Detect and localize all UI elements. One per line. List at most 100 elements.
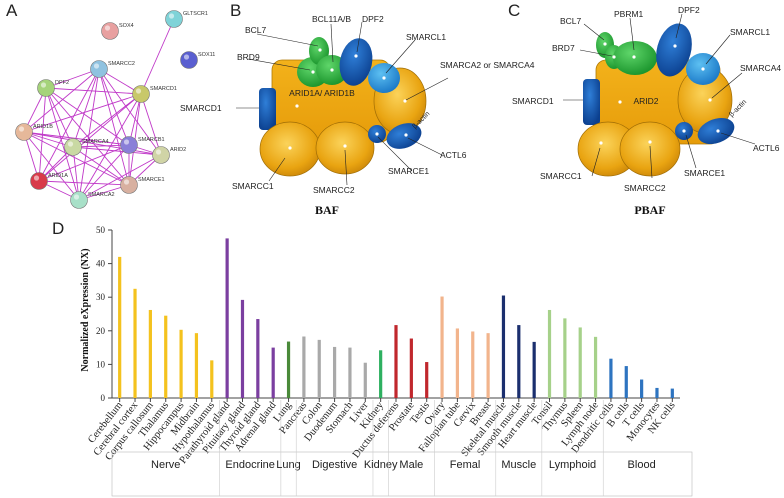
network-node-highlight xyxy=(123,139,130,145)
interaction-network: SOX4GLTSCR1SOX11SMARCC2DPF2SMARCD1ARID1B… xyxy=(15,10,215,209)
network-node: SOX11 xyxy=(180,51,215,69)
network-node-highlight xyxy=(18,126,25,132)
bar xyxy=(455,328,460,398)
bar xyxy=(348,347,352,398)
bar xyxy=(547,309,552,398)
network-node-circle xyxy=(90,60,108,78)
network-node-label: SMARCE1 xyxy=(138,177,165,183)
bar xyxy=(563,318,567,398)
network-node-circle xyxy=(15,123,33,141)
y-tick-label: 30 xyxy=(96,292,106,302)
network-node: ARID1A xyxy=(30,172,68,190)
baf-smarcc2-subunit xyxy=(315,121,375,175)
network-node-label: ARID1B xyxy=(33,124,53,130)
panel-label-d: D xyxy=(52,219,64,238)
network-node-circle xyxy=(120,136,138,154)
network-node-highlight xyxy=(33,175,40,181)
baf-core-label: ARID1A/ ARID1B xyxy=(289,88,355,98)
pbaf-dots xyxy=(599,42,720,145)
y-tick-label: 10 xyxy=(96,359,106,369)
bar xyxy=(302,336,306,398)
network-node-circle xyxy=(165,10,183,28)
pbaf-dpf2-subunit xyxy=(656,23,692,77)
baf-label-smarca: SMARCA2 or SMARCA4 xyxy=(440,60,535,70)
network-node-circle xyxy=(132,85,150,103)
network-node-highlight xyxy=(93,63,100,69)
group-label: Lung xyxy=(276,459,300,471)
network-edge xyxy=(23,93,142,133)
network-node: SMARCD1 xyxy=(132,85,177,103)
bar xyxy=(501,295,506,398)
panel-label-b: B xyxy=(230,1,241,20)
network-node-label: SOX11 xyxy=(198,52,215,58)
y-tick-label: 20 xyxy=(96,326,106,336)
panel-label-c: C xyxy=(508,1,520,20)
network-edge xyxy=(78,144,130,201)
network-edge xyxy=(38,180,130,186)
group-box-frame xyxy=(111,451,693,497)
network-node: SMARCA4 xyxy=(64,138,109,156)
bar xyxy=(256,319,260,398)
baf-smarcd1-subunit xyxy=(259,88,276,130)
y-tick-label: 50 xyxy=(96,225,106,235)
group-label: Kidney xyxy=(364,459,398,471)
network-node-label: SMARCD1 xyxy=(150,86,177,92)
pbaf-label-smarcl1: SMARCL1 xyxy=(730,27,770,37)
pbaf-label-smarcd1: SMARCD1 xyxy=(512,96,554,106)
network-node: SOX4 xyxy=(101,22,134,40)
pbaf-smarcd1-subunit xyxy=(583,79,600,125)
bar xyxy=(655,387,659,398)
network-edge xyxy=(23,131,130,186)
network-edge xyxy=(23,131,162,156)
baf-leader-lines xyxy=(236,21,449,186)
y-tick-label: 0 xyxy=(101,393,106,403)
network-edge xyxy=(23,131,80,201)
pbaf-complex-diagram: ARID2 BCL7 PBRM1 DPF2 BRD7 SMARCL1 xyxy=(512,5,781,217)
y-tick-label: 40 xyxy=(96,259,106,269)
bar xyxy=(609,358,613,398)
baf-label-smarce1: SMARCE1 xyxy=(388,166,429,176)
pbaf-label-bcl7: BCL7 xyxy=(560,16,582,26)
pbaf-label-smarce1: SMARCE1 xyxy=(684,168,725,178)
bar xyxy=(471,331,475,398)
baf-label-smarcd1: SMARCD1 xyxy=(180,103,222,113)
bar xyxy=(486,333,490,398)
baf-label-smarcc2: SMARCC2 xyxy=(313,185,355,195)
network-edge xyxy=(72,144,130,148)
bar xyxy=(394,325,398,398)
baf-label-smarcl1: SMARCL1 xyxy=(406,32,446,42)
pbaf-label-brd7: BRD7 xyxy=(552,43,575,53)
network-node-circle xyxy=(64,138,82,156)
network-edge xyxy=(72,146,130,186)
pbaf-label-smarcc1: SMARCC1 xyxy=(540,171,582,181)
bar xyxy=(624,366,628,398)
group-label: Male xyxy=(399,459,423,471)
network-node: DPF2 xyxy=(37,79,69,97)
bar xyxy=(164,315,168,398)
bar xyxy=(194,333,199,398)
group-label: Lymphoid xyxy=(549,459,596,471)
bar xyxy=(578,327,582,398)
bar xyxy=(118,256,122,398)
bar xyxy=(517,325,521,398)
bar xyxy=(440,296,444,398)
network-edge xyxy=(45,68,100,89)
network-edge xyxy=(23,131,130,146)
pbaf-label-smarca4: SMARCA4 xyxy=(740,63,781,73)
network-edge xyxy=(23,68,100,133)
baf-complex-diagram: ARID1A/ ARID1B BCL7 BCL11A/B DPF2 SMARC xyxy=(180,14,535,217)
baf-label-bcl7: BCL7 xyxy=(245,25,267,35)
bar xyxy=(332,346,337,398)
network-node-label: SMARCC2 xyxy=(108,61,135,67)
pbaf-label-smarcc2: SMARCC2 xyxy=(624,183,666,193)
network-edge xyxy=(45,87,130,146)
network-edge xyxy=(140,93,162,156)
baf-label-actl6: ACTL6 xyxy=(440,150,467,160)
chart-y-ticks: 0 10 20 30 40 50 xyxy=(96,225,112,403)
pbaf-label-pbrm1: PBRM1 xyxy=(614,9,644,19)
bar xyxy=(379,350,383,398)
